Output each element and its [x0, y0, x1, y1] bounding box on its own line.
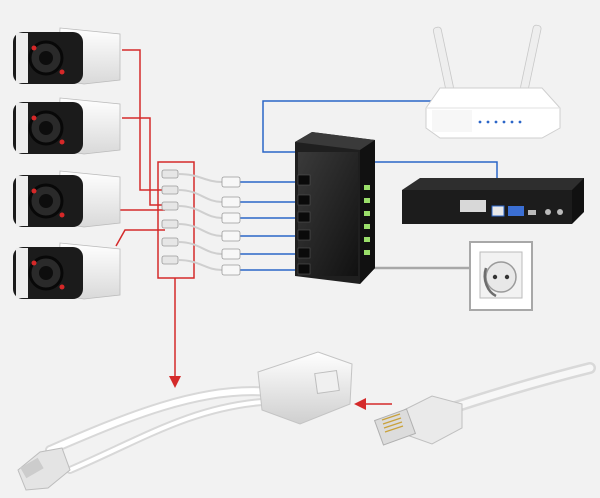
power-wire-4: [115, 229, 165, 247]
camera-2: [13, 97, 121, 155]
router-uplink-wire: [262, 100, 432, 153]
wifi-router-icon: [425, 24, 561, 139]
poe-switch-icon: [295, 132, 375, 284]
bullet-camera-icon: [13, 170, 121, 228]
camera-4: [13, 242, 121, 300]
bullet-camera-icon: [13, 27, 121, 85]
nvr-recorder-icon: [402, 178, 584, 224]
poe-injector-cable: [17, 351, 353, 491]
power-wires: [112, 49, 392, 410]
ethernet-cable-icon: [373, 362, 596, 446]
bullet-camera-icon: [13, 242, 121, 300]
rj45-coupler-3: [221, 212, 241, 224]
rj45-coupler-5: [221, 248, 241, 260]
rj45-coupler-4: [221, 230, 241, 242]
camera-1: [13, 27, 121, 85]
rj45-coupler-1: [221, 176, 241, 188]
bullet-camera-icon: [13, 97, 121, 155]
cameras-group: [13, 27, 121, 300]
splitter-plugs: [161, 169, 179, 265]
rj45-couplers: [221, 176, 241, 276]
rj45-coupler-6: [221, 264, 241, 276]
camera-3: [13, 170, 121, 228]
power-wire-1: [122, 49, 165, 191]
poe-splitter-icon: [157, 161, 195, 279]
dc-plug-icon: [17, 447, 71, 491]
data-wires: [240, 100, 498, 271]
power-outlet-icon: [469, 241, 533, 311]
rj45-coupler-2: [221, 196, 241, 208]
